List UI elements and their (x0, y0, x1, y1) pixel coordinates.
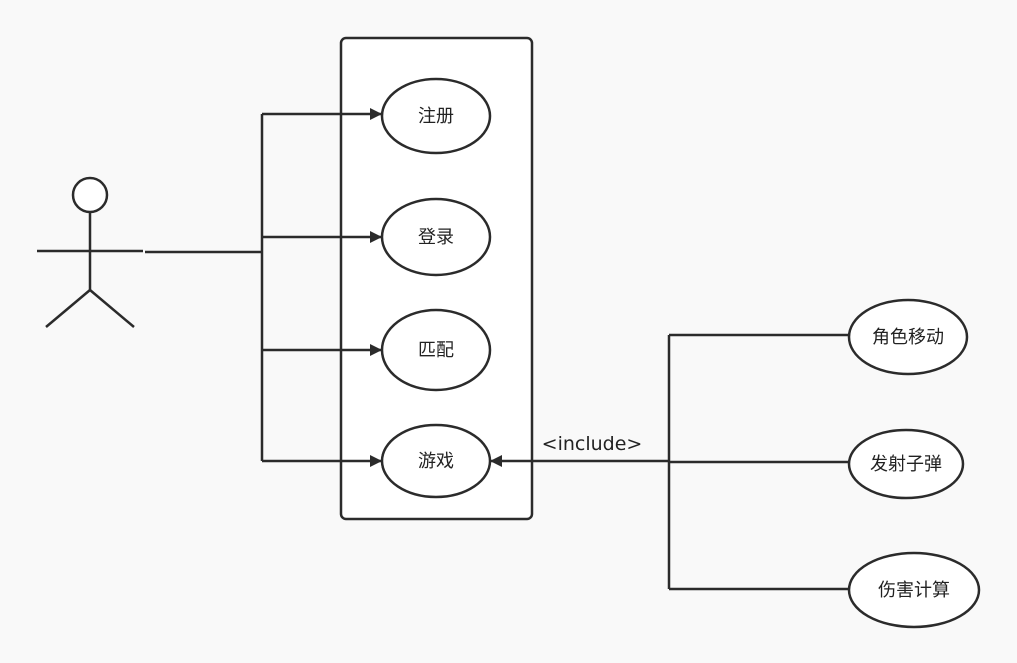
use-case-damage: 伤害计算 (847, 551, 981, 629)
use-case-match-label: 匹配 (418, 340, 454, 361)
use-case-register: 注册 (380, 77, 492, 155)
use-case-login-label: 登录 (418, 227, 454, 248)
include-connectors (490, 333, 849, 591)
use-case-damage-label: 伤害计算 (878, 580, 950, 601)
system-boundary (339, 36, 534, 521)
use-case-shoot: 发射子弹 (847, 428, 965, 500)
use-case-game: 游戏 (380, 423, 492, 499)
use-case-shoot-label: 发射子弹 (870, 454, 942, 475)
use-case-register-label: 注册 (418, 106, 454, 127)
use-case-game-label: 游戏 (418, 451, 454, 472)
actor-stick-figure-icon (37, 176, 143, 328)
use-case-move-label: 角色移动 (872, 327, 944, 348)
use-case-login: 登录 (380, 197, 492, 277)
actor-connectors (145, 108, 382, 467)
include-label: <include> (542, 433, 643, 455)
use-case-match: 匹配 (380, 308, 492, 392)
use-case-move: 角色移动 (847, 298, 969, 376)
